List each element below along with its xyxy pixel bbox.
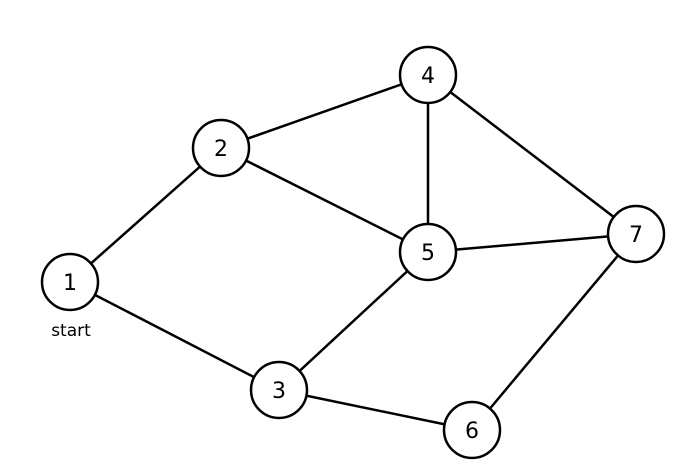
node-label-7: 7 [629, 223, 643, 248]
edge-2-4 [220, 73, 429, 150]
start-label: start [51, 321, 91, 341]
node-5: 5 [398, 222, 458, 282]
nodes-layer: 1 2 3 4 5 6 7 [40, 45, 666, 460]
edge-4-7 [427, 74, 637, 235]
node-3: 3 [249, 360, 309, 420]
node-label-4: 4 [421, 64, 435, 89]
node-label-1: 1 [63, 271, 77, 296]
edge-1-3 [69, 280, 280, 392]
node-label-2: 2 [214, 137, 228, 162]
node-2: 2 [191, 118, 251, 178]
node-circle-6 [442, 400, 502, 460]
node-4: 4 [398, 45, 458, 105]
node-circle-7 [606, 204, 666, 264]
edge-5-7 [427, 232, 637, 254]
node-1: 1 [40, 252, 100, 312]
node-6: 6 [442, 400, 502, 460]
node-7: 7 [606, 204, 666, 264]
node-label-3: 3 [272, 379, 286, 404]
node-circle-5 [398, 222, 458, 282]
node-circle-3 [249, 360, 309, 420]
edge-3-5 [278, 251, 429, 391]
edges-layer [69, 73, 637, 432]
node-label-6: 6 [465, 419, 479, 444]
node-circle-1 [40, 252, 100, 312]
node-circle-2 [191, 118, 251, 178]
edge-1-2 [69, 147, 222, 283]
edge-2-5 [220, 146, 429, 254]
node-label-5: 5 [421, 241, 435, 266]
edge-3-6 [278, 388, 473, 432]
node-circle-4 [398, 45, 458, 105]
edge-6-7 [471, 233, 637, 431]
